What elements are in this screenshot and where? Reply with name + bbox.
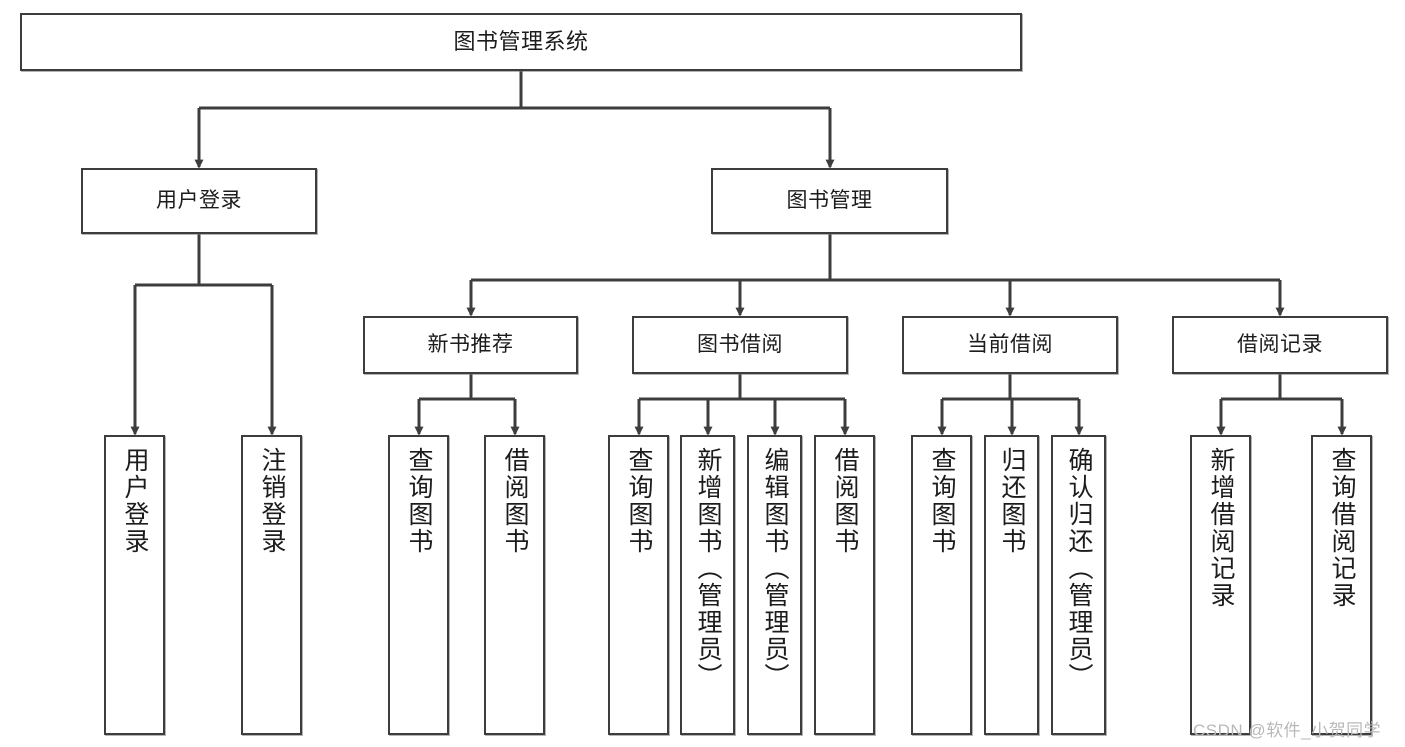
node-root[interactable]: 图书管理系统 bbox=[20, 13, 1022, 71]
node-new-book-rec[interactable]: 新书推荐 bbox=[363, 316, 578, 374]
node-label: 图书借阅 bbox=[697, 332, 783, 356]
node-label: 查询图书 bbox=[928, 447, 956, 555]
node-label: 新增图书（管理员） bbox=[694, 447, 722, 690]
node-user-login[interactable]: 用户登录 bbox=[81, 168, 317, 234]
node-label: 借阅图书 bbox=[831, 447, 859, 555]
node-leaf-query-record[interactable]: 查询借阅记录 bbox=[1311, 435, 1372, 735]
node-leaf-borrow-book-2[interactable]: 借阅图书 bbox=[814, 435, 875, 735]
node-label: 图书管理 bbox=[786, 188, 873, 212]
node-label: 图书管理系统 bbox=[453, 29, 589, 55]
node-leaf-add-record[interactable]: 新增借阅记录 bbox=[1190, 435, 1251, 735]
node-label: 用户登录 bbox=[156, 188, 242, 212]
node-label: 查询借阅记录 bbox=[1328, 447, 1356, 609]
node-leaf-confirm-return[interactable]: 确认归还（管理员） bbox=[1051, 435, 1106, 735]
node-label: 借阅记录 bbox=[1237, 332, 1323, 356]
node-leaf-add-book[interactable]: 新增图书（管理员） bbox=[680, 435, 735, 735]
node-book-manage[interactable]: 图书管理 bbox=[711, 168, 948, 234]
node-label: 新书推荐 bbox=[427, 332, 514, 356]
node-label: 注销登录 bbox=[258, 447, 286, 555]
node-leaf-query-book-3[interactable]: 查询图书 bbox=[911, 435, 972, 735]
node-label: 确认归还（管理员） bbox=[1065, 447, 1093, 690]
node-leaf-return-book[interactable]: 归还图书 bbox=[984, 435, 1039, 735]
node-label: 查询图书 bbox=[625, 447, 653, 555]
node-current-borrow[interactable]: 当前借阅 bbox=[902, 316, 1118, 374]
node-label: 新增借阅记录 bbox=[1207, 447, 1235, 609]
node-leaf-borrow-book-1[interactable]: 借阅图书 bbox=[484, 435, 545, 735]
node-label: 查询图书 bbox=[405, 447, 433, 555]
node-borrow-record[interactable]: 借阅记录 bbox=[1172, 316, 1388, 374]
node-label: 当前借阅 bbox=[967, 332, 1053, 356]
node-label: 用户登录 bbox=[121, 447, 149, 555]
node-label: 借阅图书 bbox=[501, 447, 529, 555]
node-leaf-query-book-1[interactable]: 查询图书 bbox=[388, 435, 449, 735]
node-leaf-edit-book[interactable]: 编辑图书（管理员） bbox=[747, 435, 802, 735]
node-leaf-user-login[interactable]: 用户登录 bbox=[104, 435, 165, 735]
node-leaf-query-book-2[interactable]: 查询图书 bbox=[608, 435, 669, 735]
node-label: 编辑图书（管理员） bbox=[761, 447, 789, 690]
node-book-borrow[interactable]: 图书借阅 bbox=[632, 316, 848, 374]
node-leaf-logout[interactable]: 注销登录 bbox=[241, 435, 302, 735]
node-label: 归还图书 bbox=[998, 447, 1026, 555]
